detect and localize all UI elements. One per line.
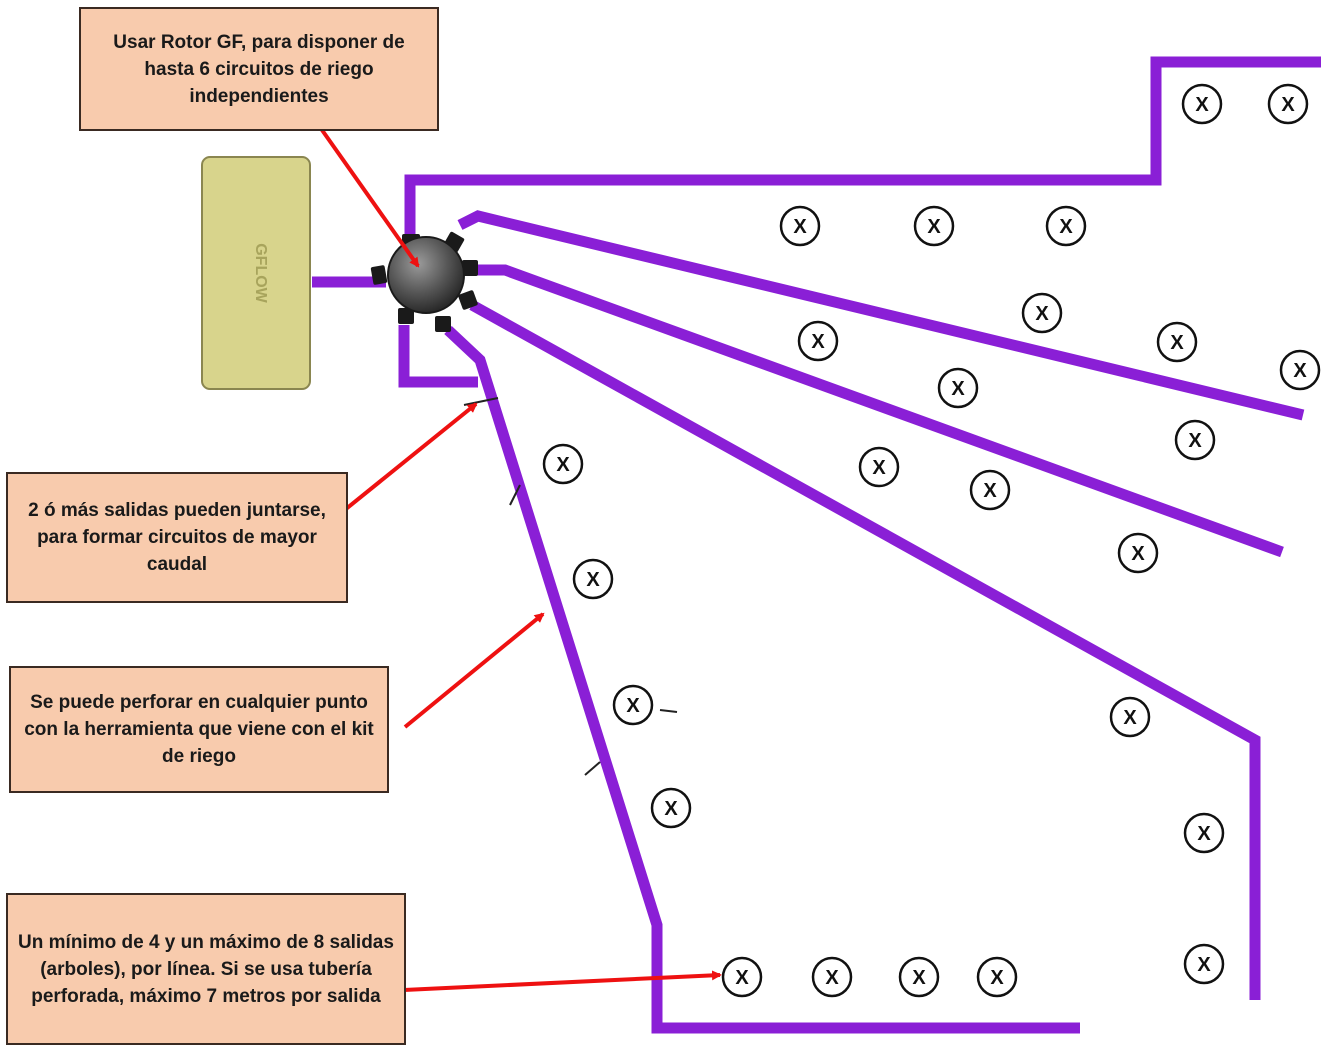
tree-label: X	[825, 967, 839, 989]
tree-label: X	[912, 967, 926, 989]
tree-label: X	[1195, 94, 1209, 116]
tree-label: X	[1293, 360, 1307, 382]
tree-marker: X	[976, 956, 1018, 998]
tree-label: X	[1123, 707, 1137, 729]
rotor-gf	[370, 231, 478, 332]
tree-circle	[858, 446, 900, 488]
tree-marker: X	[542, 443, 584, 485]
tree-marker: X	[1156, 321, 1198, 363]
tree-label: X	[872, 457, 886, 479]
tree-circle	[811, 956, 853, 998]
tree-marker: X	[1279, 349, 1321, 391]
arrow-limits	[403, 970, 722, 992]
callout-rotor: Usar Rotor GF, para disponer de hasta 6 …	[79, 7, 439, 131]
tree-circle	[1183, 812, 1225, 854]
tank-label: GFLOW	[252, 243, 269, 303]
tree-circle	[797, 320, 839, 362]
tree-label: X	[664, 798, 678, 820]
tree-label: X	[793, 216, 807, 238]
tree-label: X	[811, 331, 825, 353]
gflow-tank: GFLOW	[201, 156, 311, 390]
tree-circle	[937, 367, 979, 409]
tree-circle	[1279, 349, 1321, 391]
tree-circle	[612, 684, 654, 726]
tree-marker: X	[797, 320, 839, 362]
tree-label: X	[1197, 954, 1211, 976]
tree-circle	[1183, 943, 1225, 985]
pipe-network	[312, 56, 1321, 1034]
arrow-drill	[403, 612, 545, 729]
pipe-branch-3	[469, 300, 1261, 1000]
tree-marker: X	[1045, 205, 1087, 247]
tree-label: X	[556, 454, 570, 476]
tree-marker: X	[937, 367, 979, 409]
tree-label: X	[586, 569, 600, 591]
tree-circle	[1174, 419, 1216, 461]
pipe-top-line	[404, 56, 1321, 238]
tree-label: X	[1197, 823, 1211, 845]
tree-circle	[572, 558, 614, 600]
tree-marker: X	[858, 446, 900, 488]
tree-label: X	[1281, 94, 1295, 116]
tree-circle	[1267, 83, 1309, 125]
callout-join: 2 ó más salidas pueden juntarse, para fo…	[6, 472, 348, 603]
tree-marker: X	[572, 558, 614, 600]
pipe-branch-2	[470, 264, 1284, 558]
tree-circle	[542, 443, 584, 485]
tree-markers: X X X X X X X X X X X X X X X X X X X X X X X X X	[542, 83, 1321, 998]
callout-limits: Un mínimo de 4 y un máximo de 8 salidas …	[6, 893, 406, 1045]
tree-label: X	[951, 378, 965, 400]
tree-circle	[913, 205, 955, 247]
tree-marker: X	[913, 205, 955, 247]
tree-marker: X	[1021, 292, 1063, 334]
pipe-branch-1	[457, 210, 1305, 421]
tree-label: X	[1035, 303, 1049, 325]
tree-marker: X	[1109, 696, 1151, 738]
tree-marker: X	[1267, 83, 1309, 125]
pipe-left-line	[444, 325, 1080, 1034]
tree-label: X	[927, 216, 941, 238]
tree-marker: X	[1183, 812, 1225, 854]
tree-marker: X	[898, 956, 940, 998]
tree-label: X	[1188, 430, 1202, 452]
tree-circle	[1181, 83, 1223, 125]
tree-marker: X	[612, 684, 654, 726]
tree-circle	[650, 787, 692, 829]
tree-marker: X	[650, 787, 692, 829]
tree-marker: X	[1183, 943, 1225, 985]
tree-marker: X	[811, 956, 853, 998]
tree-circle	[1045, 205, 1087, 247]
tree-circle	[898, 956, 940, 998]
tree-label: X	[1170, 332, 1184, 354]
tree-label: X	[983, 480, 997, 502]
tree-circle	[779, 205, 821, 247]
tree-label: X	[1131, 543, 1145, 565]
tree-label: X	[990, 967, 1004, 989]
tree-circle	[1109, 696, 1151, 738]
tree-marker: X	[1174, 419, 1216, 461]
pipe-junction-loop	[398, 325, 478, 388]
arrow-rotor	[320, 128, 420, 268]
tree-circle	[969, 469, 1011, 511]
tree-label: X	[1059, 216, 1073, 238]
callout-drill: Se puede perforar en cualquier punto con…	[9, 666, 389, 793]
tree-circle	[976, 956, 1018, 998]
tree-marker: X	[969, 469, 1011, 511]
tree-marker: X	[1181, 83, 1223, 125]
tree-circle	[1117, 532, 1159, 574]
tree-label: X	[735, 967, 749, 989]
tree-marker: X	[779, 205, 821, 247]
tree-marker: X	[721, 956, 763, 998]
tree-marker: X	[1117, 532, 1159, 574]
tree-circle	[1021, 292, 1063, 334]
tree-label: X	[626, 695, 640, 717]
tree-circle	[1156, 321, 1198, 363]
tree-circle	[721, 956, 763, 998]
